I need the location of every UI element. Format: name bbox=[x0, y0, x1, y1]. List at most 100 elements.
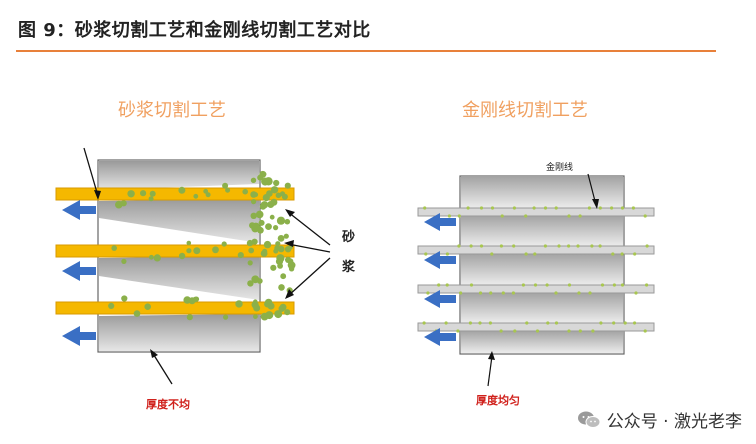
diamond-grit-particle bbox=[469, 283, 474, 287]
slurry-particle bbox=[269, 214, 275, 220]
slurry-particle bbox=[283, 233, 289, 239]
diamond-grit-particle bbox=[633, 321, 637, 325]
slurry-particle bbox=[225, 187, 231, 193]
slurry-particle bbox=[153, 254, 161, 262]
slurry-particle bbox=[284, 218, 291, 225]
diamond-grit-particle bbox=[535, 329, 540, 333]
diamond-grit-particle bbox=[633, 252, 637, 256]
diamond-grit-particle bbox=[444, 321, 448, 325]
slurry-label-1: 砂 bbox=[342, 230, 356, 245]
diamond-grit-particle bbox=[620, 283, 625, 287]
diamond-grit-particle bbox=[545, 283, 549, 287]
slurry-particle bbox=[278, 305, 285, 312]
diamond-grit-particle bbox=[599, 321, 603, 325]
diamond-grit-particle bbox=[620, 206, 625, 210]
left-direction-arrows bbox=[62, 200, 96, 346]
slurry-particle bbox=[261, 171, 267, 177]
diamond-grit-particle bbox=[590, 244, 594, 248]
slurry-particle bbox=[270, 198, 278, 206]
diamond-grit-particle bbox=[422, 321, 426, 325]
slurry-particle bbox=[253, 304, 261, 312]
slurry-particle bbox=[148, 196, 154, 202]
diamond-grit-particle bbox=[612, 321, 616, 325]
diamond-grit-particle bbox=[600, 283, 605, 287]
slurry-particle bbox=[253, 314, 258, 319]
diamond-grit-particle bbox=[525, 321, 529, 325]
slurry-particle bbox=[178, 252, 186, 260]
slurry-particle bbox=[255, 210, 264, 219]
slurry-label-2: 浆 bbox=[342, 260, 356, 275]
diamond-wire-label: 金刚线 bbox=[546, 163, 574, 173]
diamond-grit-particle bbox=[488, 321, 492, 325]
diamond-grit-particle bbox=[533, 283, 538, 287]
wechat-icon bbox=[577, 411, 601, 428]
slurry-particle bbox=[247, 260, 253, 266]
diamond-grit-particle bbox=[468, 321, 472, 325]
slurry-particle bbox=[223, 314, 229, 320]
diamond-grit-particle bbox=[499, 244, 503, 248]
diamond-grit-particle bbox=[576, 244, 580, 248]
title-underline bbox=[16, 50, 716, 52]
slurry-particle bbox=[186, 248, 192, 254]
diamond-grit-particle bbox=[554, 206, 558, 210]
slurry-particle bbox=[264, 177, 273, 186]
diamond-grit-particle bbox=[577, 291, 581, 295]
slurry-particle bbox=[273, 179, 280, 187]
right-thickness-label: 厚度均匀 bbox=[476, 394, 520, 407]
slurry-particle bbox=[205, 192, 211, 198]
left-thickness-label: 厚度不均 bbox=[146, 398, 190, 411]
diamond-grit-particle bbox=[457, 214, 461, 218]
right-pointers bbox=[487, 173, 599, 387]
slurry-particle bbox=[260, 250, 268, 257]
slurry-particle bbox=[263, 240, 272, 249]
slurry-particle bbox=[284, 309, 291, 316]
slurry-particle bbox=[287, 258, 294, 265]
slurry-particle bbox=[203, 188, 209, 194]
diamond-grit-particle bbox=[490, 206, 495, 210]
slurry-particle bbox=[186, 314, 193, 321]
slurry-particles bbox=[108, 170, 296, 321]
slurry-wires bbox=[55, 187, 295, 315]
slurry-particle bbox=[178, 186, 186, 194]
diamond-grit-particle bbox=[587, 206, 592, 210]
diamond-grit-particle bbox=[423, 206, 427, 210]
diamond-grit-particle bbox=[533, 252, 537, 256]
diamond-grit-particle bbox=[424, 252, 428, 256]
watermark: 公众号 · 激光老李 bbox=[577, 407, 742, 432]
slurry-particle bbox=[193, 247, 201, 255]
slurry-particle bbox=[275, 192, 282, 199]
diamond-grit-particle bbox=[567, 214, 571, 218]
diamond-grit-particle bbox=[490, 252, 494, 256]
diamond-grit-particle bbox=[459, 291, 463, 295]
slurry-particle bbox=[250, 191, 257, 198]
slurry-particle bbox=[193, 193, 199, 199]
slurry-particle bbox=[273, 225, 279, 231]
slurry-particle bbox=[237, 252, 244, 259]
diamond-grit-particle bbox=[532, 206, 536, 210]
diamond-grit-particle bbox=[634, 291, 638, 295]
diamond-grit-particle bbox=[567, 244, 571, 248]
diamond-grit-particle bbox=[469, 244, 473, 248]
diamond-grit-particle bbox=[645, 244, 649, 248]
diamond-grit-particle bbox=[554, 291, 558, 295]
diamond-grit-particle bbox=[610, 206, 614, 210]
diamond-grit-particle bbox=[524, 214, 528, 218]
diamond-grit-particle bbox=[598, 206, 602, 210]
slurry-particle bbox=[149, 254, 154, 260]
slurry-particle bbox=[221, 241, 227, 247]
diamond-grit-particle bbox=[456, 329, 460, 333]
diamond-grit-particle bbox=[479, 206, 484, 210]
slurry-particle bbox=[278, 284, 285, 291]
watermark-text: 公众号 · 激光老李 bbox=[606, 412, 742, 432]
left-pointers bbox=[83, 147, 331, 385]
diamond-grit-particle bbox=[479, 244, 484, 248]
slurry-particle bbox=[250, 177, 257, 183]
diamond-grit-particle bbox=[445, 283, 449, 287]
diamond-grit-particle bbox=[478, 321, 482, 325]
diamond-grit-particle bbox=[645, 283, 649, 287]
slurry-particle bbox=[212, 246, 219, 254]
slurry-particle bbox=[140, 190, 147, 197]
slurry-particle bbox=[288, 266, 295, 272]
diamond-grit-particle bbox=[567, 283, 572, 287]
